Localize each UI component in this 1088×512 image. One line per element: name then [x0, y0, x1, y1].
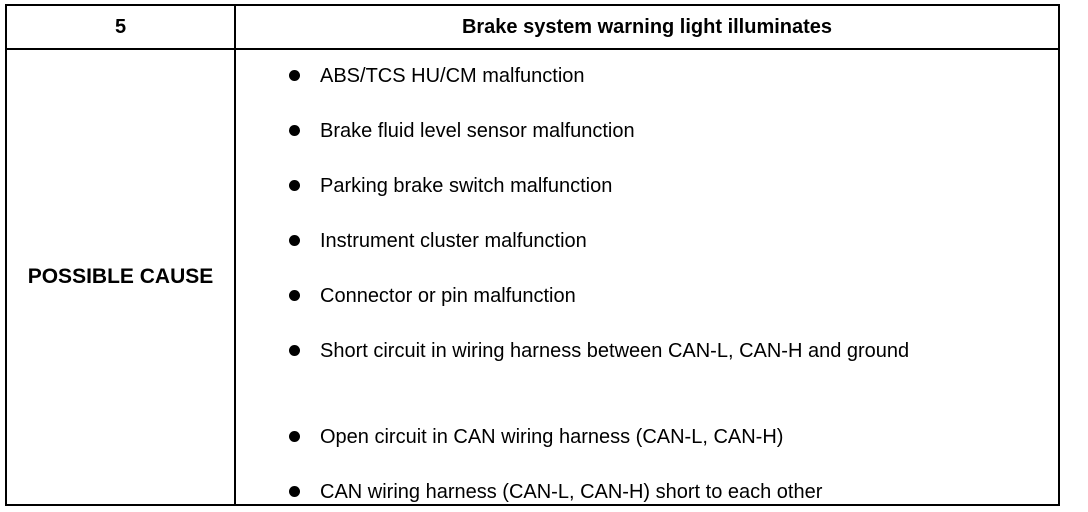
diagnostic-table: 5 Brake system warning light illuminates…: [5, 4, 1060, 506]
cause-text: Open circuit in CAN wiring harness (CAN-…: [320, 426, 784, 448]
cause-text: Connector or pin malfunction: [320, 285, 576, 307]
column-divider: [234, 6, 236, 504]
cause-text: Brake fluid level sensor malfunction: [320, 120, 635, 142]
bullet-icon: [289, 70, 300, 81]
cause-text: Short circuit in wiring harness between …: [320, 340, 910, 362]
bullet-icon: [289, 290, 300, 301]
step-number: 5: [114, 15, 127, 38]
cause-text: Instrument cluster malfunction: [320, 230, 587, 252]
symptom-title: Brake system warning light illuminates: [461, 15, 833, 38]
bullet-icon: [289, 180, 300, 191]
cause-text: CAN wiring harness (CAN-L, CAN-H) short …: [320, 481, 823, 503]
bullet-icon: [289, 345, 300, 356]
possible-cause-label: POSSIBLE CAUSE: [27, 265, 214, 288]
cause-text: ABS/TCS HU/CM malfunction: [320, 65, 585, 87]
table-header-row: 5 Brake system warning light illuminates: [7, 6, 1058, 50]
cause-text: Parking brake switch malfunction: [320, 175, 613, 197]
bullet-icon: [289, 486, 300, 497]
cause-list: ABS/TCS HU/CM malfunction Brake fluid le…: [236, 50, 1058, 504]
bullet-icon: [289, 235, 300, 246]
bullet-icon: [289, 125, 300, 136]
bullet-icon: [289, 431, 300, 442]
